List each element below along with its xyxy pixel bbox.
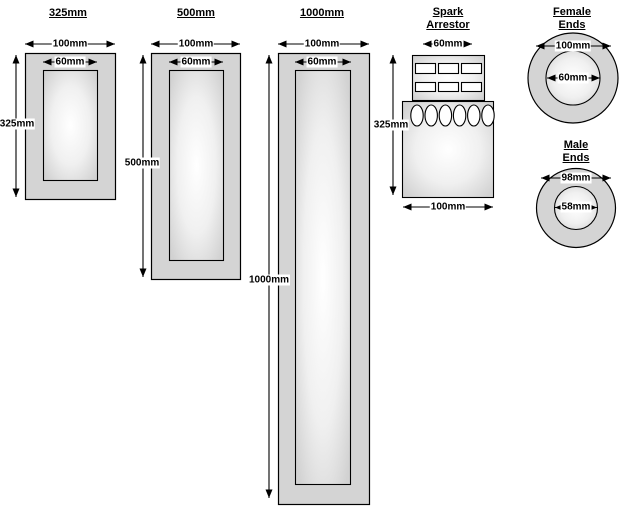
dim-label-male-inner: 58mm: [560, 201, 592, 213]
dim-label-1000-length: 1000mm: [247, 274, 291, 286]
section-title-female-line1: Female: [553, 6, 591, 18]
spark-hole: [438, 104, 453, 127]
spark-vent: [460, 62, 483, 75]
dim-label-500-bore: 60mm: [180, 56, 212, 68]
section-title-1000: 1000mm: [299, 7, 345, 19]
silencer-325-chamber: [42, 69, 99, 182]
dim-label-1000-outer-width: 100mm: [303, 38, 341, 50]
spark-hole: [424, 104, 438, 127]
spark-hole: [410, 104, 424, 127]
section-title-male-line2: Ends: [562, 152, 590, 164]
dim-label-325-length: 325mm: [0, 118, 36, 130]
section-title-spark-line2: Arrestor: [426, 19, 470, 31]
spark-vent: [414, 62, 437, 75]
spark-arrestor-cap: [411, 54, 486, 102]
dim-label-female-outer: 100mm: [554, 40, 592, 52]
spark-vent: [437, 62, 460, 75]
spark-hole: [481, 104, 495, 127]
spark-hole: [452, 104, 467, 127]
silencer-500-chamber: [168, 69, 225, 262]
dim-label-325-outer-width: 100mm: [51, 38, 89, 50]
dim-label-500-outer-width: 100mm: [177, 38, 215, 50]
dim-label-spark-length: 325mm: [372, 119, 410, 131]
section-title-spark-line1: Spark: [432, 6, 464, 18]
spark-hole: [467, 104, 481, 127]
dim-label-spark-bottom-width: 100mm: [429, 201, 467, 213]
dim-label-male-outer: 98mm: [560, 172, 592, 184]
dim-label-spark-top-width: 60mm: [432, 38, 464, 50]
section-title-500: 500mm: [177, 7, 215, 19]
dim-label-325-bore: 60mm: [54, 56, 86, 68]
section-title-male-line1: Male: [563, 139, 589, 151]
spark-vent: [437, 81, 460, 93]
section-title-female-line2: Ends: [558, 19, 586, 31]
dim-label-1000-bore: 60mm: [306, 56, 338, 68]
spark-vent: [414, 81, 437, 93]
dim-label-female-inner: 60mm: [557, 72, 589, 84]
section-title-spark-arrestor: Spark Arrestor: [426, 6, 469, 32]
spark-vent: [460, 81, 483, 93]
silencer-1000-chamber: [294, 69, 352, 486]
section-title-male-ends: Male Ends: [563, 139, 590, 165]
dim-label-500-length: 500mm: [123, 157, 161, 169]
section-title-female-ends: Female Ends: [553, 6, 591, 32]
section-title-325: 325mm: [49, 7, 87, 19]
